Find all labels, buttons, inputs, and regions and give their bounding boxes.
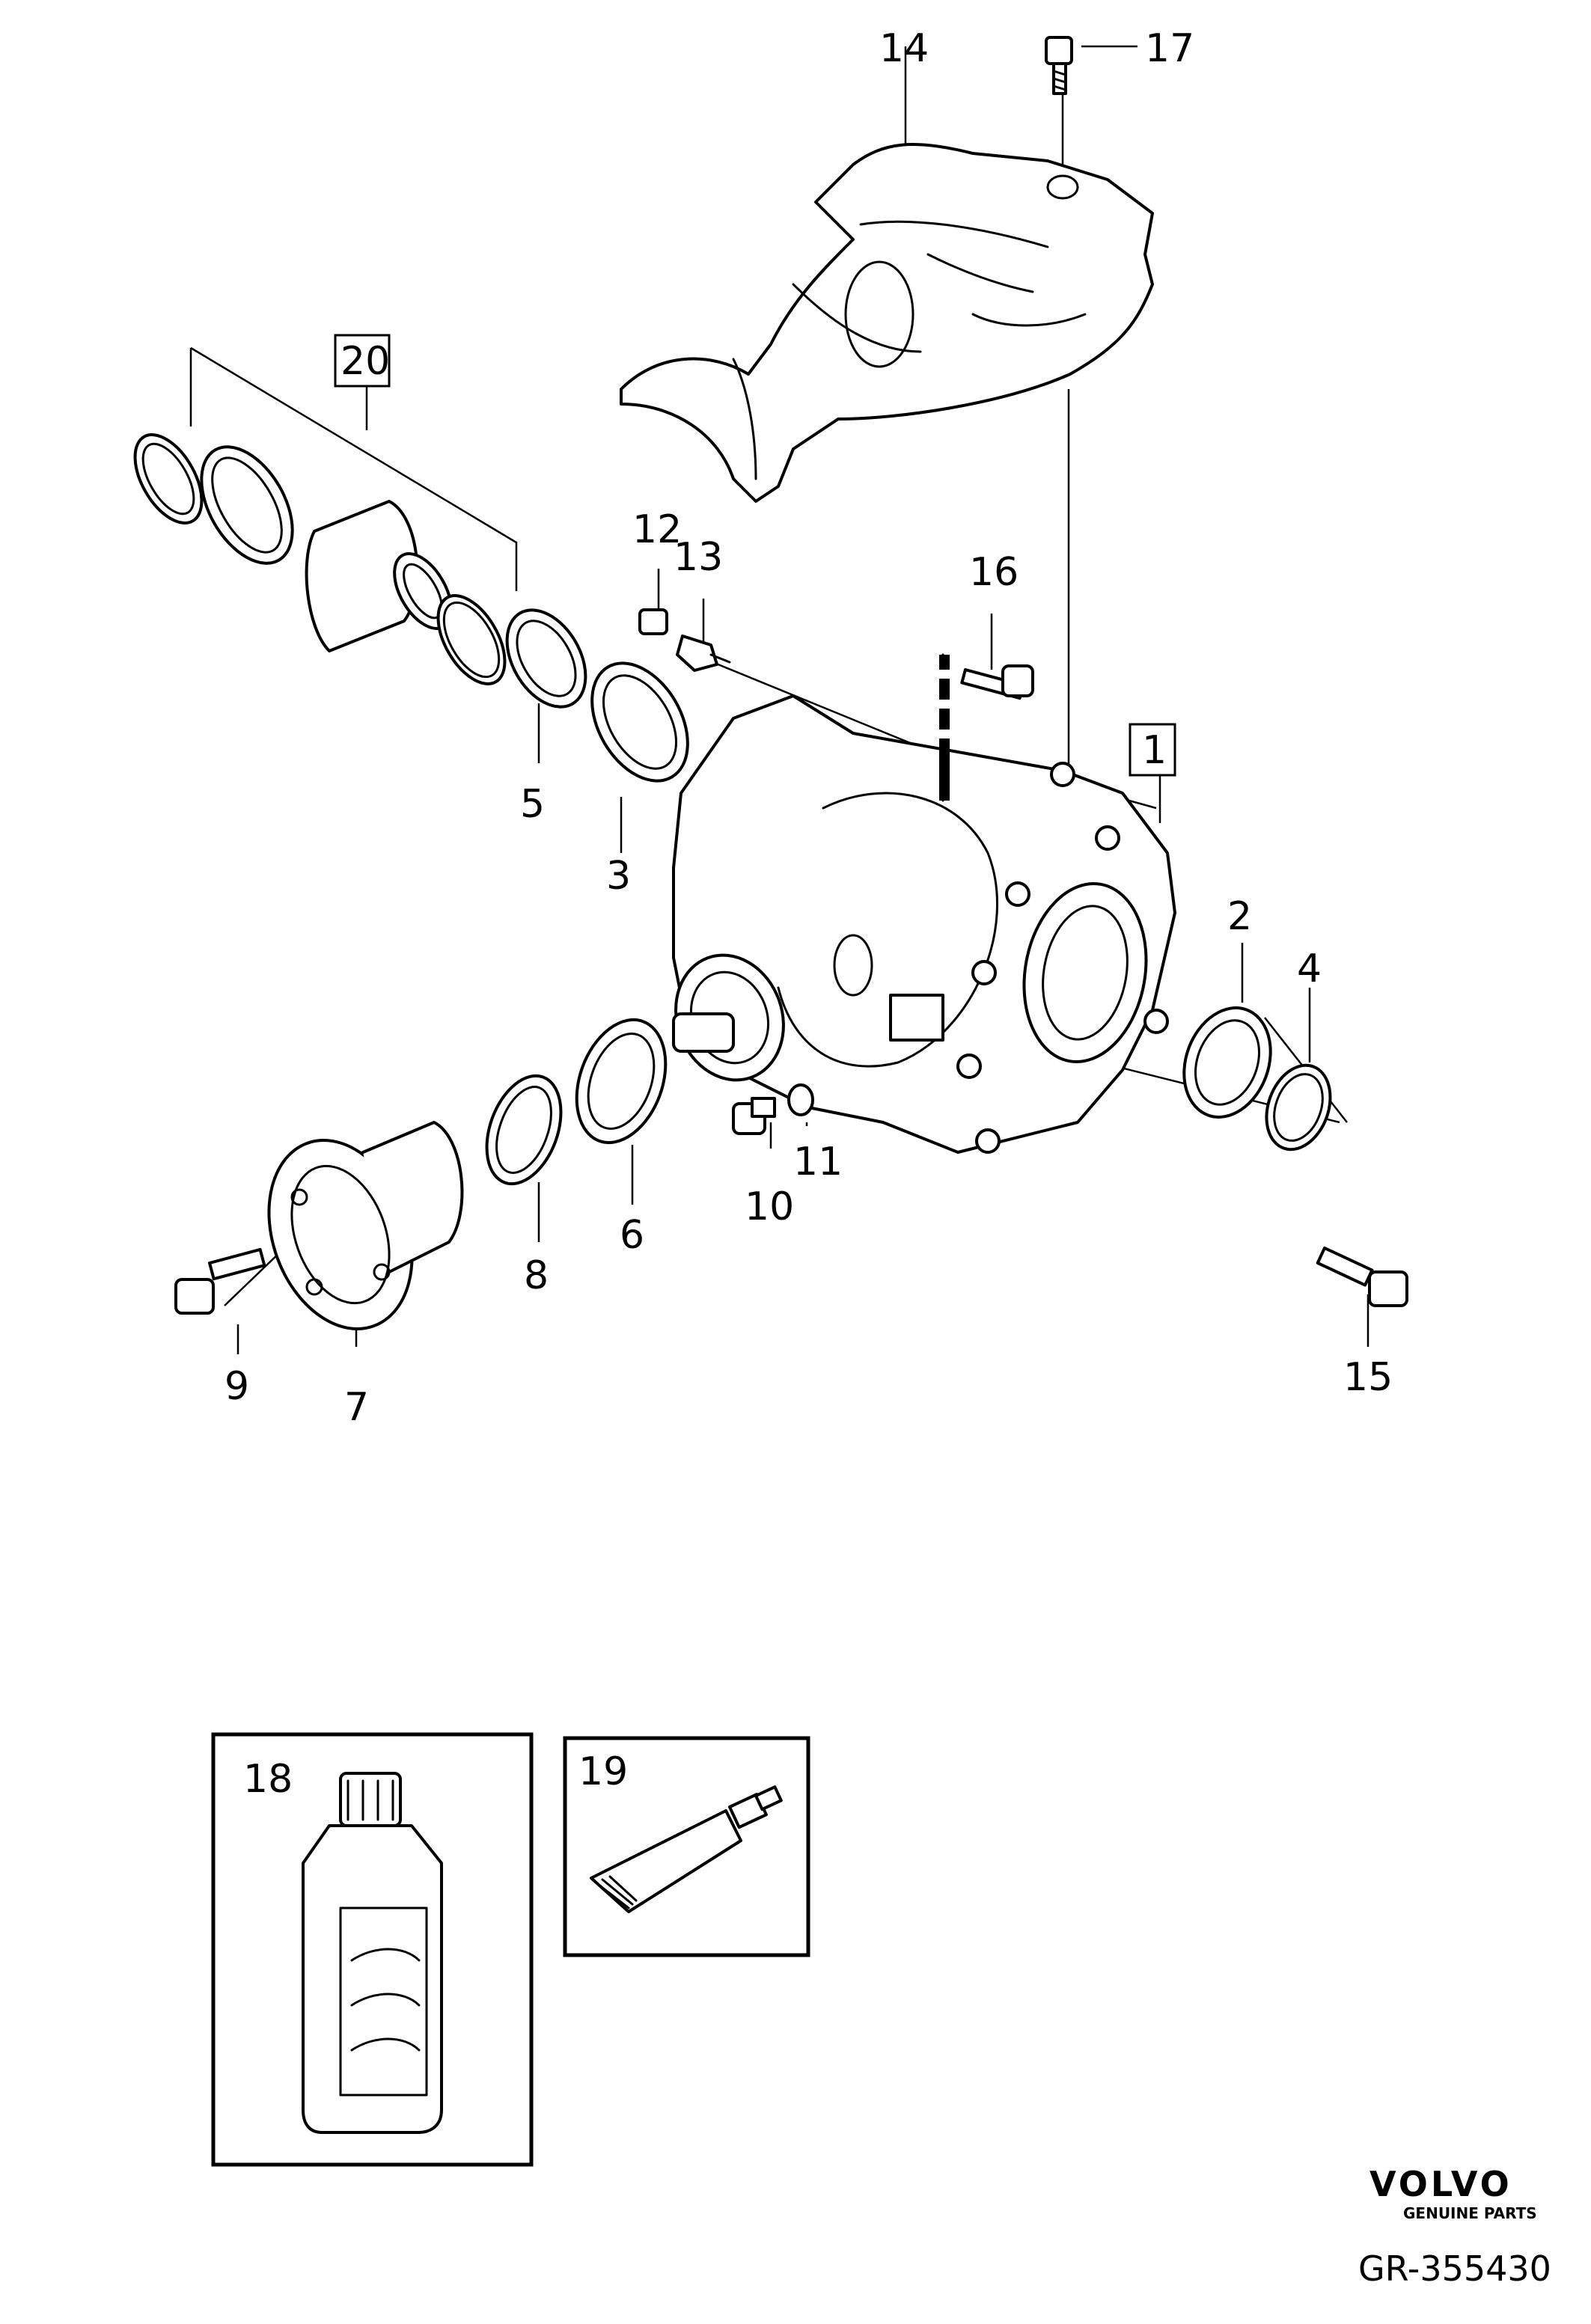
callout-6: 6	[620, 1213, 644, 1258]
callout-16: 16	[969, 550, 1019, 595]
oil-bottle-box: 18	[211, 1732, 534, 2167]
callout-4: 4	[1297, 947, 1322, 991]
seal-2-and-ring-4	[1182, 1006, 1332, 1152]
kit-20-parts	[133, 433, 507, 685]
heat-shield	[620, 143, 1154, 503]
seal-6-and-8	[485, 1018, 668, 1186]
reference-number: GR-355430	[1358, 2248, 1551, 2289]
callout-7: 7	[344, 1385, 369, 1430]
callout-11: 11	[793, 1140, 843, 1184]
callout-2: 2	[1227, 894, 1252, 939]
breather-tube	[939, 655, 950, 801]
callout-19: 19	[578, 1749, 628, 1794]
callout-14: 14	[879, 26, 929, 71]
callout-5: 5	[520, 782, 545, 827]
bolt-17	[1045, 36, 1073, 95]
brand-logo: VOLVO GENUINE PARTS	[1369, 2164, 1537, 2222]
brand-name: VOLVO	[1369, 2164, 1512, 2204]
sealant-tube-box: 19	[563, 1736, 810, 1957]
callout-labels: 14 17 20 12 13 16 1 5 3 2 4 6 8 10 11 9 …	[225, 26, 1393, 1430]
breather-tube-stripes	[939, 670, 950, 739]
plug-10-oring-11	[732, 1083, 814, 1135]
callout-15: 15	[1343, 1355, 1393, 1400]
callout-13: 13	[674, 535, 723, 580]
callout-box-20	[334, 334, 391, 388]
callout-20: 20	[341, 339, 390, 384]
seal-5-and-3	[505, 608, 689, 783]
bolt-15	[1316, 1247, 1408, 1307]
flange-7	[267, 1121, 464, 1330]
bolt-16	[960, 664, 1034, 700]
callout-3: 3	[606, 854, 631, 899]
callout-8: 8	[524, 1253, 549, 1298]
callout-10: 10	[745, 1184, 794, 1229]
callout-box-1	[1129, 723, 1176, 777]
callout-9: 9	[225, 1364, 249, 1409]
callout-17: 17	[1145, 26, 1194, 71]
callout-12: 12	[632, 507, 682, 552]
bolt-9	[174, 1247, 266, 1315]
differential-housing	[672, 653, 1176, 1154]
brand-tagline: GENUINE PARTS	[1403, 2204, 1537, 2222]
callout-18: 18	[243, 1757, 293, 1802]
callout-1: 1	[1142, 728, 1167, 773]
nut-12-stud-13	[638, 608, 731, 672]
